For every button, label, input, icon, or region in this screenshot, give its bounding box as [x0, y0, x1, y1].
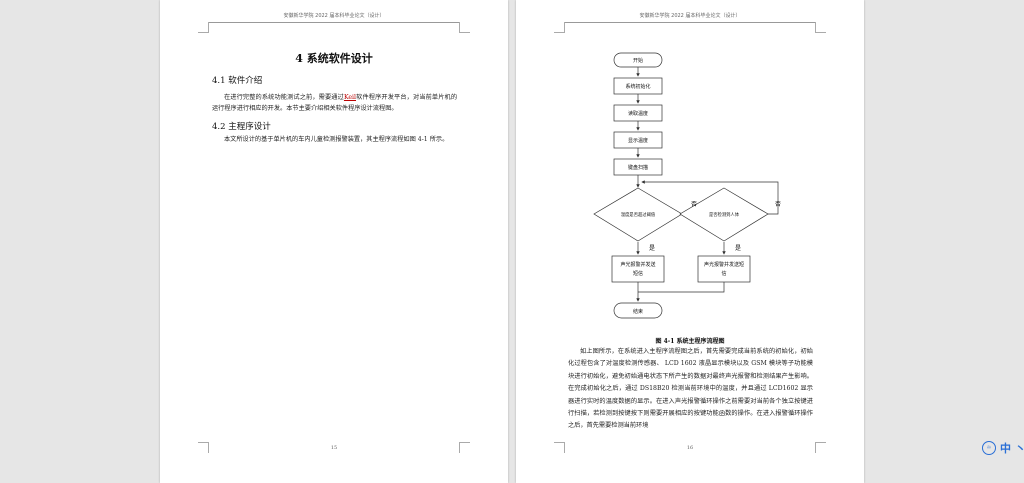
flow-decision-temp [593, 187, 683, 242]
flow-label-init: 系统初始化 [625, 83, 650, 90]
flow-box-alarm-2 [697, 255, 751, 283]
translate-icon[interactable]: ♾ [982, 441, 996, 455]
flow-decision-human [679, 187, 769, 242]
flow-label-yes-1: 是 [649, 245, 655, 252]
flow-label-read-temp: 读取温度 [628, 110, 648, 117]
flow-label-alarm-1a: 声光报警并发送 [620, 261, 655, 268]
flow-start-terminal [613, 52, 663, 68]
chapter-title: 4 系统软件设计 [295, 52, 373, 65]
flow-label-no-1: 否 [691, 201, 697, 208]
flow-box-read-temp [613, 104, 663, 122]
flow-label-cond-human: 是否检测到人体 [709, 211, 740, 218]
section-heading-4-1: 4.1 软件介绍 [212, 76, 263, 86]
page-header: 安徽新华学院 2022 届本科毕业论文（设计） [208, 12, 460, 23]
page-header: 安徽新华学院 2022 届本科毕业论文（设计） [564, 12, 816, 23]
paragraph-flow-explanation: 如上图所示，在系统进入主程序流程图之后，首先需要完成当前系统的初始化，初始化过程… [568, 348, 813, 430]
main-program-flowchart: 开始 系统初始化 读取温度 显示温度 键盘扫描 温度是否超过阈值 是否检测到人体… [593, 52, 781, 319]
corner-mark [815, 22, 826, 33]
corner-mark [459, 22, 470, 33]
flow-end-terminal [613, 302, 663, 319]
flow-label-end: 结束 [633, 308, 643, 315]
page-number: 15 [330, 445, 338, 451]
document-page-15: 安徽新华学院 2022 届本科毕业论文（设计） 4 系统软件设计 4.1 软件介… [160, 0, 508, 483]
paragraph-software-intro: 在进行完整的系统功能测试之前，需要通过Keil软件程序开发平台，对当前单片机的运… [212, 94, 458, 112]
page-number: 16 [686, 445, 694, 451]
document-page-16: 安徽新华学院 2022 届本科毕业论文（设计） [516, 0, 864, 483]
flow-merge-line [638, 282, 725, 293]
flow-label-start: 开始 [633, 57, 643, 64]
corner-mark [198, 22, 209, 33]
corner-mark [554, 442, 565, 453]
corner-mark [554, 22, 565, 33]
flow-label-no-2: 否 [775, 201, 781, 208]
flow-box-init [613, 77, 663, 95]
translate-widget[interactable]: ♾ 中 丶 [982, 440, 1024, 456]
widget-extra-glyph[interactable]: 丶 [1015, 442, 1024, 455]
paragraph-main-program: 本文所设计的基于单片机的车内儿童检测报警装置，其主程序流程如图 4-1 所示。 [224, 136, 449, 143]
corner-mark [198, 442, 209, 453]
flow-label-alarm-1b: 短信 [633, 270, 643, 277]
section-heading-4-2: 4.2 主程序设计 [212, 122, 271, 132]
flow-box-key-scan [613, 158, 663, 176]
corner-mark [459, 442, 470, 453]
flow-label-alarm-2b: 信 [721, 270, 726, 277]
flow-loop-arrow [641, 180, 779, 215]
corner-mark [815, 442, 826, 453]
flow-label-alarm-2a: 声光报警并发送短 [704, 261, 744, 268]
flow-label-key-scan: 键盘扫描 [628, 164, 648, 171]
figure-caption: 图 4-1 系统主程序流程图 [655, 338, 725, 345]
flow-box-alarm-1 [611, 255, 665, 283]
flow-label-show-temp: 显示温度 [628, 137, 648, 144]
flow-label-yes-2: 是 [735, 245, 741, 252]
flow-label-cond-temp: 温度是否超过阈值 [621, 211, 656, 218]
keil-link[interactable]: Keil [343, 94, 357, 101]
language-indicator[interactable]: 中 [1000, 442, 1011, 455]
flow-box-show-temp [613, 131, 663, 149]
